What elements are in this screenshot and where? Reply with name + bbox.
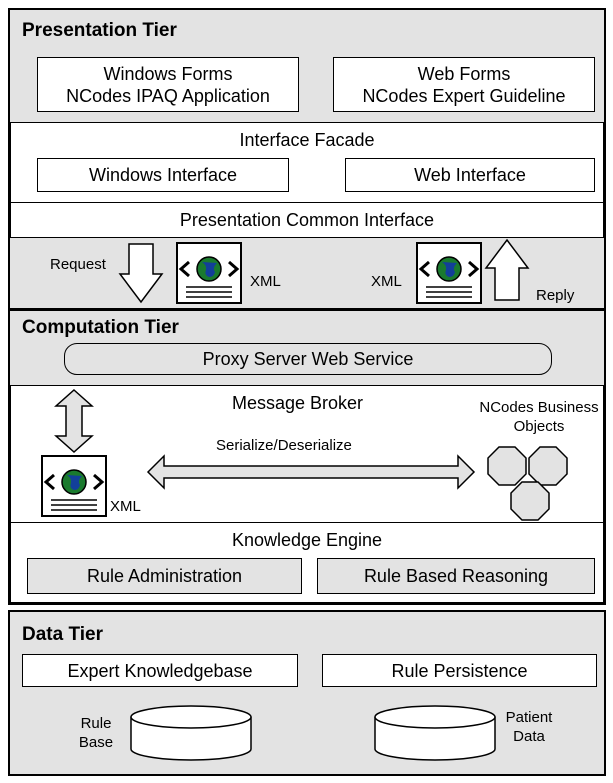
web-interface-label: Web Interface — [414, 165, 526, 185]
presentation-tier-title: Presentation Tier — [22, 20, 177, 41]
interface-facade-label: Interface Facade — [239, 130, 375, 150]
rule-based-reasoning-box: Rule Based Reasoning — [317, 558, 595, 594]
octagon-object-icon — [487, 446, 527, 486]
xml-broker-label: XML — [110, 498, 141, 515]
computation-tier-title: Computation Tier — [22, 317, 179, 338]
business-objects-label: NCodes Business Objects — [479, 399, 599, 435]
rule-base-label: Rule Base — [78, 715, 114, 751]
serialize-deserialize-label: Serialize/Deserialize — [216, 437, 352, 454]
ipaq-application-label: NCodes IPAQ Application — [66, 85, 270, 106]
proxy-server-label: Proxy Server Web Service — [202, 349, 414, 369]
rule-based-reasoning-label: Rule Based Reasoning — [363, 566, 549, 586]
xml-reply-label: XML — [371, 273, 402, 290]
windows-forms-box: Windows Forms NCodes IPAQ Application — [37, 57, 299, 112]
web-document-icon — [41, 455, 107, 517]
proxy-server-web-service: Proxy Server Web Service — [64, 343, 552, 375]
web-forms-box: Web Forms NCodes Expert Guideline — [333, 57, 595, 112]
reply-label: Reply — [536, 287, 575, 304]
request-label: Request — [50, 256, 106, 273]
knowledge-engine-label: Knowledge Engine — [231, 530, 383, 550]
request-down-arrow-icon — [118, 243, 164, 304]
reply-up-arrow-icon — [484, 238, 530, 301]
web-document-icon — [176, 242, 242, 304]
horizontal-double-arrow-icon — [146, 454, 476, 490]
rule-administration-label: Rule Administration — [86, 566, 243, 586]
windows-interface-label: Windows Interface — [88, 165, 238, 185]
web-interface-box: Web Interface — [345, 158, 595, 192]
data-tier-panel — [8, 610, 606, 776]
expert-guideline-label: NCodes Expert Guideline — [362, 85, 566, 106]
database-cylinder-icon — [130, 705, 252, 761]
expert-knowledgebase-box: Expert Knowledgebase — [22, 654, 298, 687]
rule-persistence-label: Rule Persistence — [391, 660, 528, 681]
rule-persistence-box: Rule Persistence — [322, 654, 597, 687]
octagon-object-icon — [510, 481, 550, 521]
presentation-common-interface-box: Presentation Common Interface — [10, 202, 604, 238]
octagon-object-icon — [528, 446, 568, 486]
xml-request-label: XML — [250, 273, 281, 290]
windows-interface-box: Windows Interface — [37, 158, 289, 192]
database-cylinder-icon — [374, 705, 496, 761]
expert-knowledgebase-label: Expert Knowledgebase — [67, 660, 253, 681]
rule-administration-box: Rule Administration — [27, 558, 302, 594]
presentation-common-interface-label: Presentation Common Interface — [179, 210, 435, 230]
windows-forms-label: Windows Forms — [103, 63, 233, 84]
patient-data-label: Patient Data — [505, 709, 553, 745]
message-broker-label: Message Broker — [232, 393, 364, 413]
vertical-double-arrow-icon — [54, 388, 94, 454]
data-tier-title: Data Tier — [22, 624, 103, 645]
web-forms-label: Web Forms — [417, 63, 511, 84]
web-document-icon — [416, 242, 482, 304]
